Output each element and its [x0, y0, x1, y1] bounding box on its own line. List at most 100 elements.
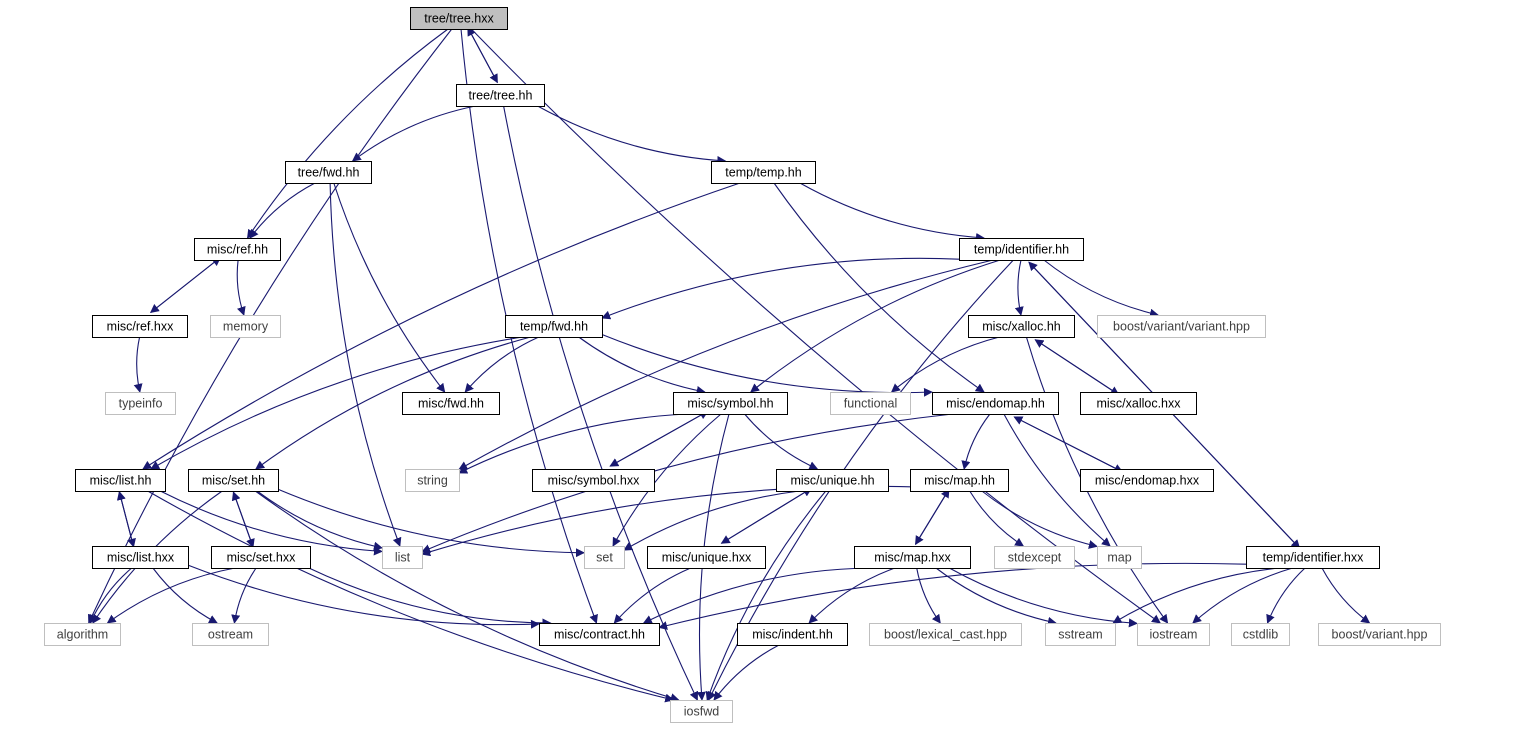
node-label: misc/xalloc.hxx	[1096, 397, 1181, 411]
node-label: misc/ref.hxx	[107, 320, 174, 334]
node-typeinfo: typeinfo	[105, 392, 176, 415]
node-box	[959, 238, 1084, 261]
edge-temp_hh-to-misc_endomap	[773, 182, 985, 393]
edge-misc_unique-to-iosfwd	[705, 490, 827, 701]
node-box	[539, 623, 660, 646]
node-misc-map-hxx[interactable]: misc/map.hxx	[854, 546, 971, 569]
node-box	[854, 546, 971, 569]
node-temp-ident[interactable]: temp/identifier.hh	[959, 238, 1084, 261]
edge-temp_fwd-to-misc_list	[150, 336, 523, 470]
node-temp-hh[interactable]: temp/temp.hh	[711, 161, 816, 184]
node-box	[92, 546, 189, 569]
node-label: list	[395, 551, 411, 565]
node-label: misc/set.hh	[202, 474, 265, 488]
node-misc-unique-hxx[interactable]: misc/unique.hxx	[647, 546, 766, 569]
node-misc-map[interactable]: misc/map.hh	[910, 469, 1009, 492]
node-list: list	[382, 546, 423, 569]
node-label: misc/list.hxx	[107, 551, 175, 565]
edge-misc_map-to-list	[421, 485, 911, 557]
edge-tree_hh-to-temp_hh	[537, 105, 727, 165]
edge-tree_fwd-to-misc_ref	[249, 182, 316, 239]
node-box	[1045, 623, 1116, 646]
edge-temp_ident-to-misc_xalloc	[1014, 259, 1024, 316]
node-ostream: ostream	[192, 623, 269, 646]
node-misc-indent[interactable]: misc/indent.hh	[737, 623, 848, 646]
edge-tree_hh-to-tree_fwd	[351, 105, 476, 162]
edge-misc_map_hxx-to-misc_contract	[642, 567, 868, 624]
node-label: misc/endomap.hxx	[1095, 474, 1200, 488]
node-temp-ident-hxx[interactable]: temp/identifier.hxx	[1246, 546, 1380, 569]
edge-misc_symbol_hxx-to-misc_symbol	[609, 410, 709, 467]
nodes-layer: tree/tree.hxx tree/tree.hh tree/fwd.hh temp…	[44, 7, 1441, 723]
edge-misc_ref_hxx-to-typeinfo	[133, 336, 143, 393]
edge-temp_hh-to-misc_list	[142, 182, 741, 470]
node-label: memory	[223, 320, 269, 334]
node-misc-ref[interactable]: misc/ref.hh	[194, 238, 281, 261]
node-label: tree/tree.hxx	[424, 12, 494, 26]
node-box	[776, 469, 889, 492]
node-label: tree/tree.hh	[469, 89, 533, 103]
node-string: string	[405, 469, 460, 492]
node-map: map	[1097, 546, 1142, 569]
node-misc-ref-hxx[interactable]: misc/ref.hxx	[92, 315, 188, 338]
edge-misc_set_hxx-to-ostream	[231, 567, 257, 624]
edge-temp_ident_hxx-to-boost_variant	[1321, 567, 1371, 624]
node-label: stdexcept	[1008, 551, 1062, 565]
node-misc-set[interactable]: misc/set.hh	[188, 469, 279, 492]
node-tree-fwd[interactable]: tree/fwd.hh	[285, 161, 372, 184]
node-misc-xalloc[interactable]: misc/xalloc.hh	[968, 315, 1075, 338]
node-box	[402, 392, 500, 415]
edge-misc_xalloc-to-functional	[890, 336, 1000, 393]
node-misc-set-hxx[interactable]: misc/set.hxx	[211, 546, 311, 569]
edges-layer	[88, 26, 1371, 703]
node-misc-unique[interactable]: misc/unique.hh	[776, 469, 889, 492]
node-memory: memory	[210, 315, 281, 338]
node-label: boost/variant.hpp	[1332, 628, 1428, 642]
edge-temp_ident_hxx-to-iostream	[1192, 567, 1293, 624]
node-stdexcept: stdexcept	[994, 546, 1075, 569]
edge-tree_hxx-to-iostream	[470, 28, 1161, 624]
node-misc-endomap-hxx[interactable]: misc/endomap.hxx	[1080, 469, 1214, 492]
edge-temp_fwd-to-misc_set	[255, 336, 531, 470]
node-misc-list-hxx[interactable]: misc/list.hxx	[92, 546, 189, 569]
node-box	[44, 623, 121, 646]
edge-misc_map_hxx-to-iostream	[949, 567, 1138, 628]
node-label: misc/map.hxx	[874, 551, 951, 565]
edge-misc_map-to-map	[981, 490, 1098, 549]
node-label: misc/indent.hh	[752, 628, 833, 642]
node-label: misc/unique.hh	[790, 474, 874, 488]
node-box	[910, 469, 1009, 492]
edge-misc_list_hxx-to-misc_contract	[187, 564, 540, 629]
node-box	[210, 315, 281, 338]
node-box	[211, 546, 311, 569]
edge-misc_indent-to-iosfwd	[713, 644, 780, 701]
node-label: functional	[844, 397, 898, 411]
node-misc-symbol-hxx[interactable]: misc/symbol.hxx	[532, 469, 655, 492]
node-label: misc/map.hh	[924, 474, 995, 488]
node-box	[670, 700, 733, 723]
node-box	[1080, 469, 1214, 492]
node-misc-fwd[interactable]: misc/fwd.hh	[402, 392, 500, 415]
node-box	[869, 623, 1022, 646]
node-label: iosfwd	[684, 705, 719, 719]
node-label: algorithm	[57, 628, 108, 642]
node-misc-symbol[interactable]: misc/symbol.hh	[673, 392, 788, 415]
node-temp-fwd[interactable]: temp/fwd.hh	[505, 315, 603, 338]
node-algorithm: algorithm	[44, 623, 121, 646]
node-iosfwd: iosfwd	[670, 700, 733, 723]
node-misc-list[interactable]: misc/list.hh	[75, 469, 166, 492]
node-box	[647, 546, 766, 569]
node-label: ostream	[208, 628, 253, 642]
node-misc-endomap[interactable]: misc/endomap.hh	[932, 392, 1059, 415]
node-box	[285, 161, 372, 184]
edge-tree_hh-to-tree_hxx	[467, 26, 498, 83]
edge-misc_set-to-iosfwd	[254, 490, 680, 702]
node-misc-xalloc-hxx[interactable]: misc/xalloc.hxx	[1080, 392, 1197, 415]
node-label: string	[417, 474, 448, 488]
edge-misc_unique_hxx-to-misc_contract	[613, 567, 691, 624]
node-tree-hh[interactable]: tree/tree.hh	[456, 84, 545, 107]
node-misc-contract[interactable]: misc/contract.hh	[539, 623, 660, 646]
node-box	[994, 546, 1075, 569]
node-tree-hxx[interactable]: tree/tree.hxx	[410, 7, 508, 30]
